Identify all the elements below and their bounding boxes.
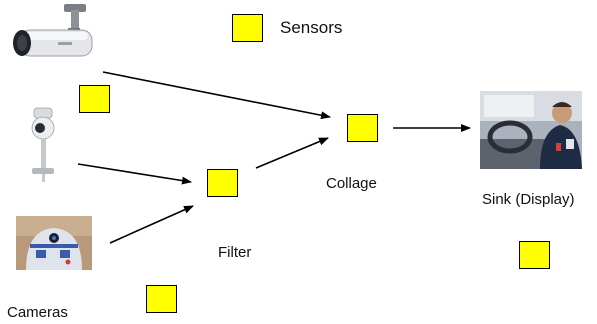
dome-camera-icon [31, 107, 55, 182]
arrow-camera1-to-collage [102, 71, 331, 120]
police-car-driver-photo [480, 91, 582, 169]
sensor-square-collage [347, 114, 378, 142]
bullet-camera-icon [13, 4, 93, 57]
sink-label: Sink (Display) [482, 191, 575, 208]
arrow-camera2-to-filter [77, 163, 192, 185]
arrow-camera3-to-filter [109, 205, 194, 244]
sensor-square-filter [207, 169, 238, 197]
legend-sensor-square [232, 14, 263, 42]
collage-label: Collage [326, 175, 377, 192]
sensor-square-sink [519, 241, 550, 269]
legend-sensors-label: Sensors [280, 18, 343, 37]
robot-camera-icon [16, 216, 92, 270]
sensor-square-camera1 [79, 85, 110, 113]
sensor-square-cameras [146, 285, 177, 313]
arrow-filter-to-collage [255, 137, 329, 169]
filter-label: Filter [218, 244, 252, 261]
cameras-label: Cameras [7, 304, 68, 321]
